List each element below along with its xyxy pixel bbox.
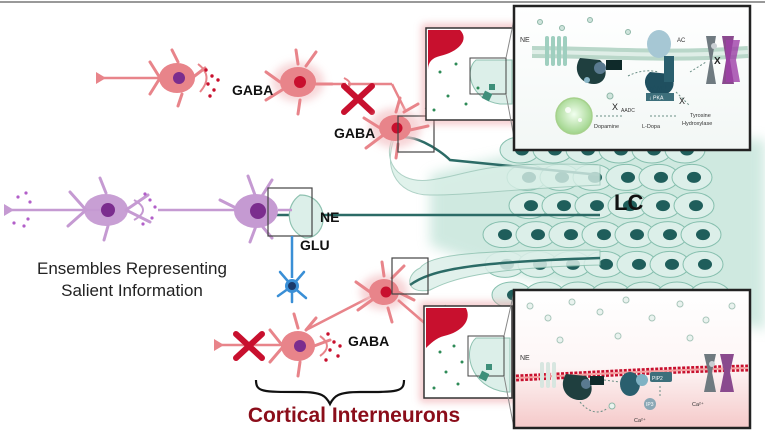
inset-zoom-top <box>422 24 518 124</box>
gaba-label-bottom: GABA <box>348 333 389 349</box>
ensemble-vesicles-1 <box>12 191 32 228</box>
gaba-label-mid: GABA <box>334 125 375 141</box>
lc-cell-nucleus <box>599 258 613 270</box>
ensembles-label-line2: Salient Information <box>61 281 203 300</box>
ensemble-vesicles-2 <box>141 192 157 226</box>
lc-label: LC <box>614 190 643 215</box>
ion-channels <box>706 36 740 84</box>
inset-zoom-bottom <box>420 302 516 402</box>
dopamine-vesicle <box>555 97 593 135</box>
lc-cell-nucleus <box>597 229 611 241</box>
lc-cell-nucleus <box>663 229 677 241</box>
lc-cell-nucleus <box>590 200 604 212</box>
pka-label: ↓ PKA <box>649 96 664 102</box>
inhibit-x-bottom <box>233 331 265 361</box>
ensembles-label-line1: Ensembles Representing <box>37 259 227 278</box>
ca-label-2: Ca²⁺ <box>692 401 704 408</box>
block-mark-3: X <box>714 56 721 67</box>
ldopa-label: L-Dopa <box>642 124 661 130</box>
ne-molecules <box>526 296 736 344</box>
lc-cell-nucleus <box>564 229 578 241</box>
pip2-label: PIP2 <box>652 376 663 382</box>
ca-label-1: Ca²⁺ <box>634 417 646 424</box>
floating-molecules <box>537 17 631 100</box>
ip3-molecule <box>644 398 656 410</box>
dopamine-label: Dopamine <box>594 124 619 130</box>
gaba-label-top: GABA <box>232 82 273 98</box>
gaba-vesicles-bottom <box>324 332 342 362</box>
lc-cell-nucleus <box>498 229 512 241</box>
aadc-label: AADC <box>621 108 635 114</box>
lc-cell-nucleus <box>689 200 703 212</box>
receptor-top <box>545 36 567 66</box>
lc-cell-nucleus <box>698 258 712 270</box>
inhibit-x-top <box>341 83 375 115</box>
lc-cell-nucleus <box>531 229 545 241</box>
lc-cell-nucleus <box>687 171 701 183</box>
camp-label: ↓cAMP <box>646 85 667 92</box>
inset-top-ne-label: NE <box>520 37 530 44</box>
gaba-pathway-top <box>96 48 407 116</box>
ensemble-synapse-1 <box>133 199 144 221</box>
g-protein-top <box>576 58 622 84</box>
interneuron-brace <box>254 379 406 407</box>
g-protein-bottom <box>562 374 604 400</box>
lc-cell-nucleus <box>623 200 637 212</box>
gaba-synapse-box-bottom <box>391 257 429 295</box>
inset-bottom-ne-label: NE <box>520 355 530 362</box>
gaba-neuron-top-1 <box>148 48 207 108</box>
glu-neuron <box>276 236 308 304</box>
tyrosine-label-1: Tyrosine <box>690 113 711 119</box>
ip3-label: IP3 <box>646 402 654 408</box>
plc-enzyme <box>620 372 672 396</box>
gaba-pathway-bottom <box>214 260 429 378</box>
lc-cell-nucleus <box>621 171 635 183</box>
gaba-neuron-bottom-1 <box>268 312 332 378</box>
lc-cell-nucleus <box>656 200 670 212</box>
gaba-neuron-top-2 <box>264 48 334 116</box>
lc-axon-bottom <box>409 256 601 287</box>
gaba-neuron-bottom-2 <box>354 260 416 324</box>
lc-cell-nucleus <box>557 200 571 212</box>
ensemble-terminal-1 <box>4 204 14 216</box>
gaba-synapse-box-top <box>397 115 435 153</box>
ensemble-neuron-2 <box>218 174 278 244</box>
glu-label: GLU <box>300 237 330 253</box>
tyrosine-label-2: Hydroxylase <box>682 121 712 127</box>
lc-cell-nucleus <box>630 229 644 241</box>
ac-label: AC <box>677 38 686 44</box>
detail-inset-top: NE AC ↓cAMP ↓ PKA Dopamine AADC L-Dopa T… <box>512 4 752 152</box>
cortical-interneurons-label: Cortical Interneurons <box>248 404 460 427</box>
ion-channels-bottom <box>704 354 734 392</box>
lc-terminal-top <box>389 129 601 196</box>
receptor-bottom <box>540 362 556 388</box>
ne-label: NE <box>320 209 339 225</box>
lc-cell-nucleus <box>696 229 710 241</box>
lc-terminal-main <box>288 194 324 239</box>
lc-cell-nucleus <box>632 258 646 270</box>
lc-cell-nucleus <box>524 200 538 212</box>
block-mark-1: X <box>612 102 618 112</box>
adenylate-cyclase <box>644 30 674 96</box>
lc-cell-nucleus <box>654 171 668 183</box>
ensemble-neurons <box>4 174 292 244</box>
gaba-neuron-mid <box>362 96 430 160</box>
pka-box <box>646 93 674 101</box>
gaba-vesicles-top <box>204 68 220 98</box>
detail-inset-bottom: NE PIP2 IP3 Ca²⁺ Ca²⁺ <box>512 288 752 430</box>
block-mark-2: X <box>679 96 685 106</box>
ne-synapse-box <box>267 187 313 237</box>
lc-cell-nucleus <box>665 258 679 270</box>
